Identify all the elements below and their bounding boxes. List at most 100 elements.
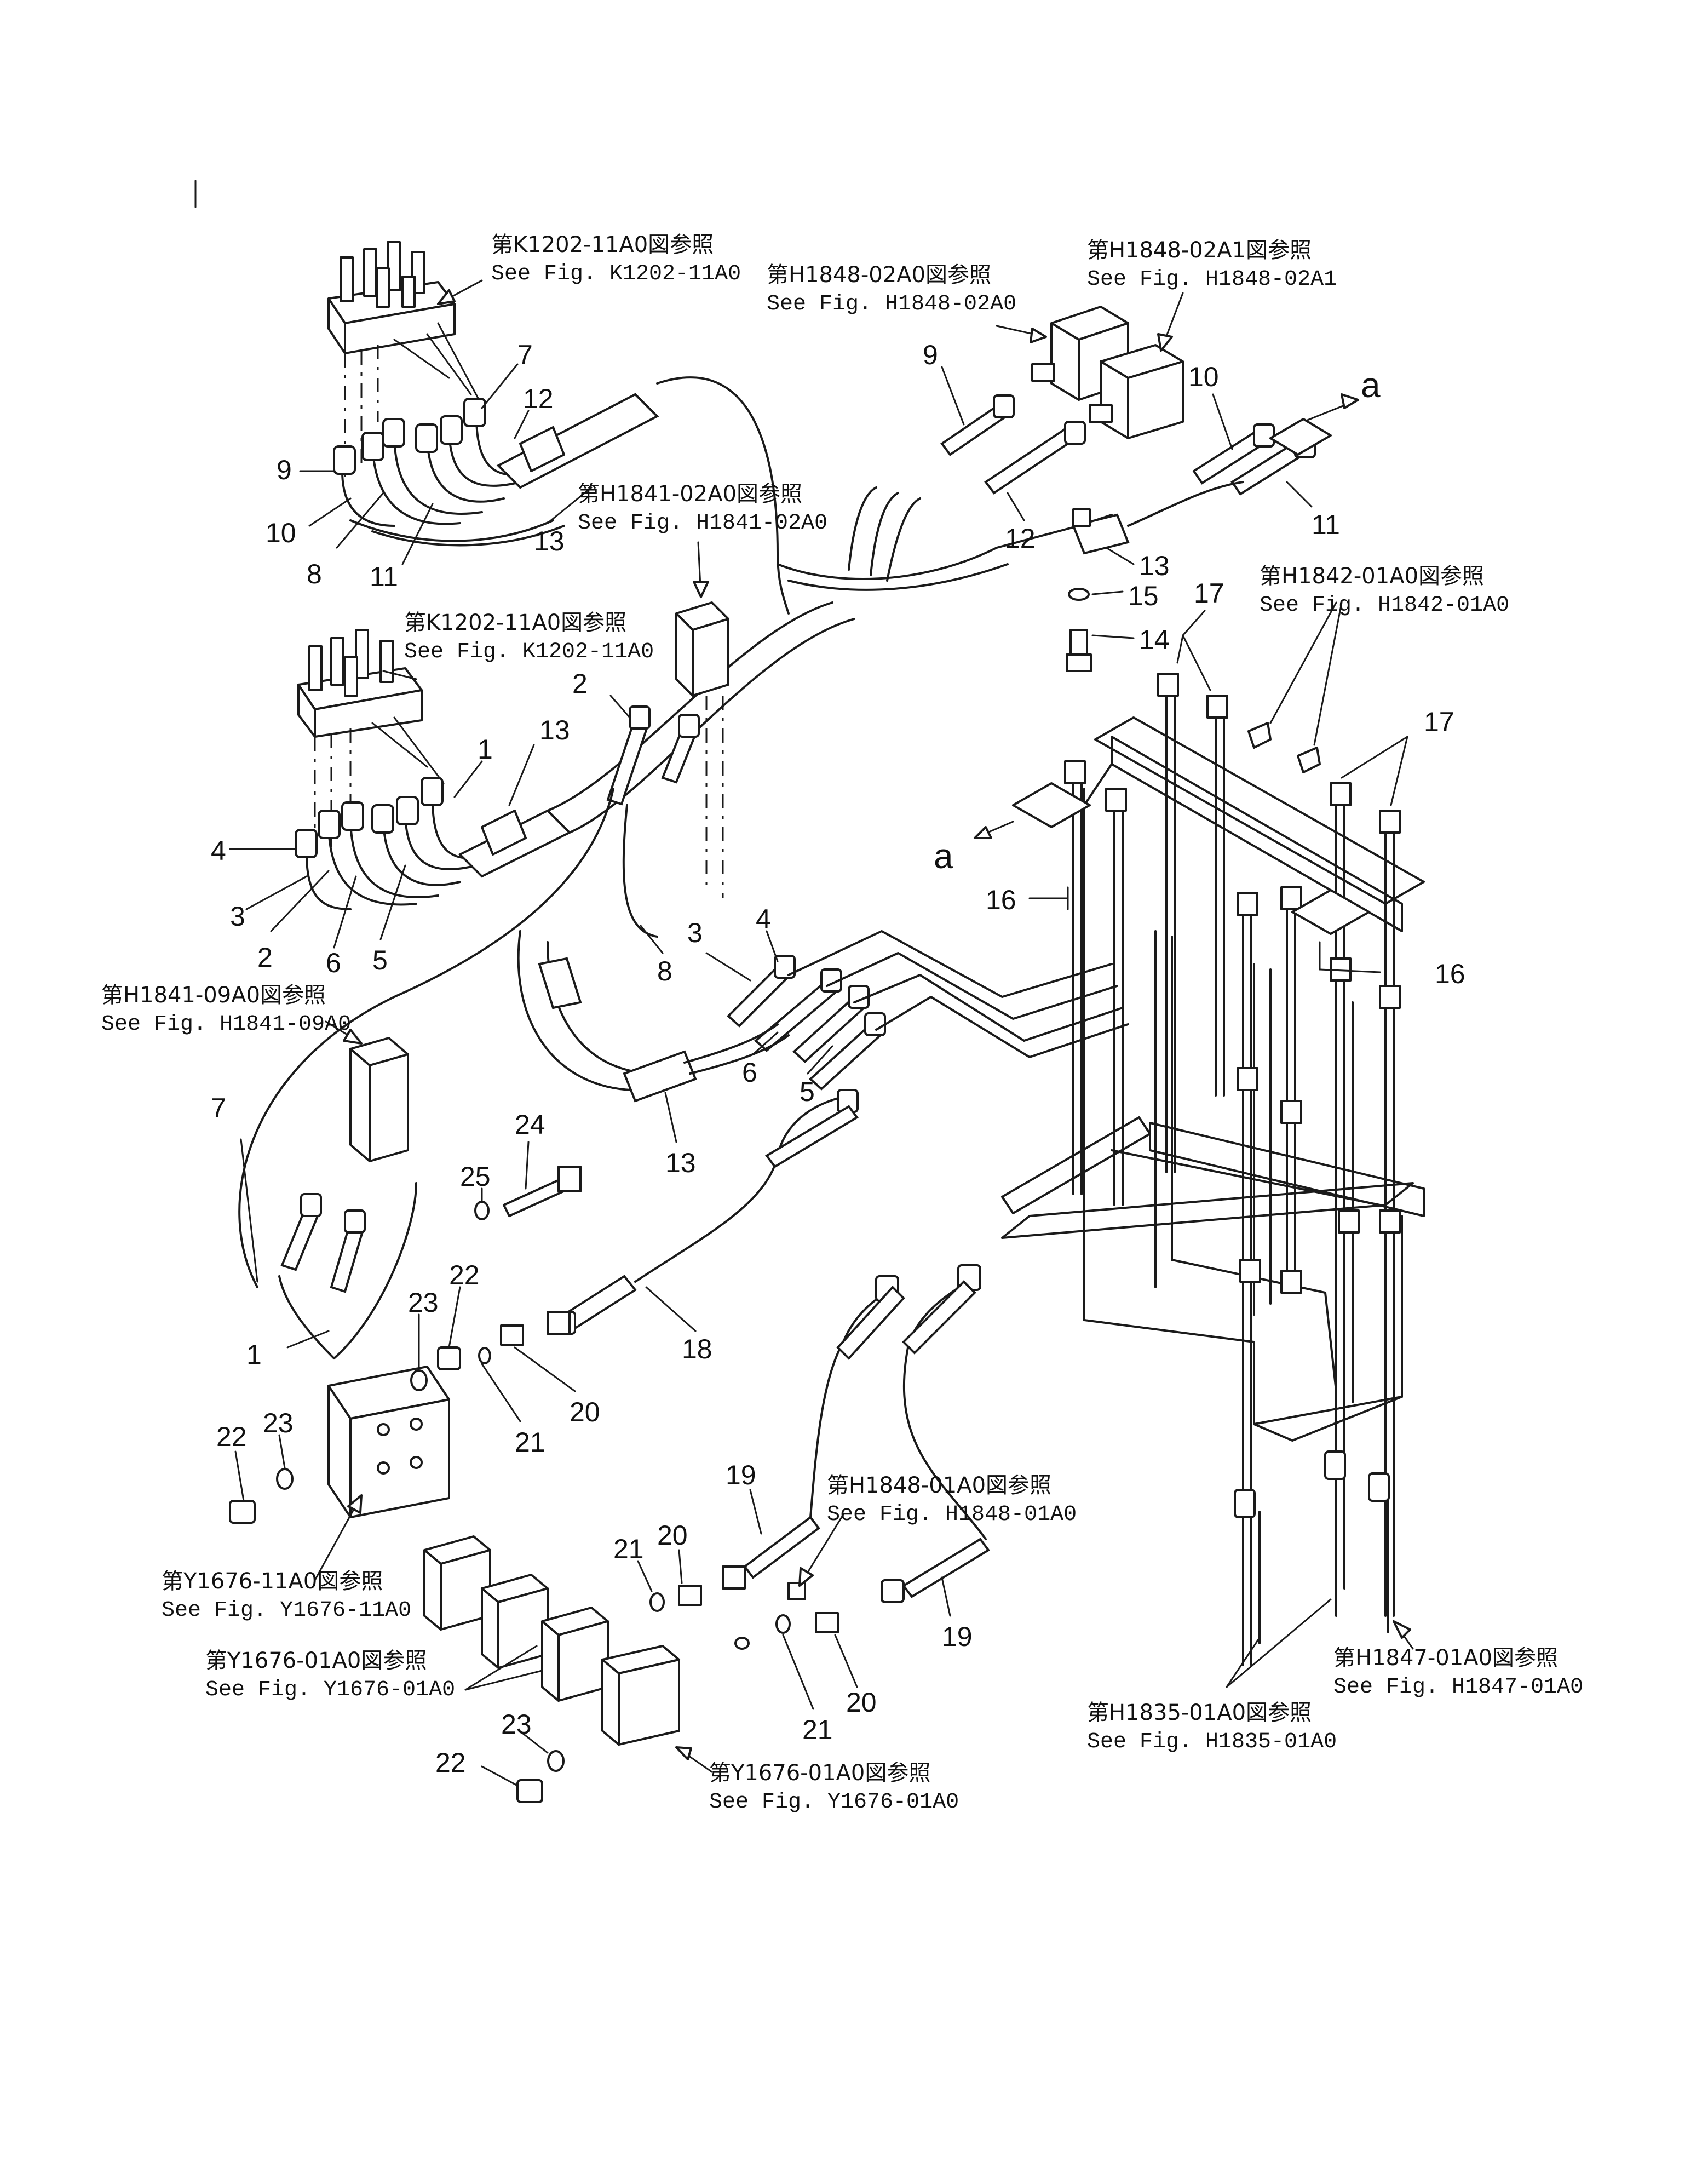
ref-h1847-01a0-en: See Fig. H1847-01A0 bbox=[1333, 1675, 1583, 1700]
reference-leaders bbox=[314, 279, 1414, 1773]
ref-h1848-02a0-jp: 第H1848-02A0図参照 bbox=[767, 262, 991, 288]
callout-number: 21 bbox=[613, 1534, 644, 1564]
callout-number: 10 bbox=[1188, 362, 1219, 392]
ref-k1202-mid-en: See Fig. K1202-11A0 bbox=[404, 640, 654, 664]
callout-number: 20 bbox=[657, 1520, 688, 1551]
section-label-a: a bbox=[934, 836, 953, 876]
callout-number: 20 bbox=[570, 1397, 600, 1427]
callout-number: 21 bbox=[802, 1714, 833, 1745]
ref-h1841-02a0-jp: 第H1841-02A0図参照 bbox=[578, 481, 802, 507]
callout-number: 14 bbox=[1139, 624, 1170, 655]
ref-y1676-01a0-left-en: See Fig. Y1676-01A0 bbox=[205, 1678, 455, 1702]
callout-number: 23 bbox=[263, 1408, 294, 1438]
callout-number: 23 bbox=[501, 1709, 532, 1740]
ref-h1848-01a0-en: See Fig. H1848-01A0 bbox=[827, 1502, 1077, 1527]
ref-h1835-01a0-jp: 第H1835-01A0図参照 bbox=[1087, 1700, 1312, 1725]
reference-labels: 第K1202-11A0図参照 See Fig. K1202-11A0 第H184… bbox=[101, 232, 1583, 1815]
callout-number: 4 bbox=[756, 904, 771, 934]
ref-h1848-01a0-jp: 第H1848-01A0図参照 bbox=[827, 1473, 1051, 1498]
callout-number: 12 bbox=[1005, 523, 1036, 554]
frame-structure bbox=[1001, 716, 1425, 1442]
ref-y1676-01a0-left-jp: 第Y1676-01A0図参照 bbox=[205, 1648, 427, 1673]
ref-k1202-mid-jp: 第K1202-11A0図参照 bbox=[404, 610, 626, 635]
ref-y1676-11a0-jp: 第Y1676-11A0図参照 bbox=[162, 1569, 383, 1594]
callout-number: 10 bbox=[266, 518, 296, 548]
ref-y1676-01a0-bottom-en: See Fig. Y1676-01A0 bbox=[709, 1790, 959, 1815]
callout-number: 2 bbox=[257, 942, 273, 973]
callout-number: 1 bbox=[478, 734, 493, 765]
bolt-24-washer-25 bbox=[474, 1166, 582, 1220]
callout-number: 9 bbox=[923, 340, 938, 370]
callout-number: 3 bbox=[687, 917, 703, 948]
fittings-upper bbox=[410, 1311, 571, 1391]
callout-number: 17 bbox=[1424, 707, 1454, 737]
callout-number: 24 bbox=[515, 1109, 545, 1140]
callout-number: 16 bbox=[986, 885, 1016, 915]
callout-number: 9 bbox=[277, 455, 292, 485]
blocks-y1676-01a0-stack bbox=[423, 1535, 680, 1746]
callout-number: 2 bbox=[572, 668, 588, 699]
callout-number: 7 bbox=[517, 340, 533, 370]
callout-number: 3 bbox=[230, 901, 245, 932]
callout-number: 22 bbox=[449, 1260, 480, 1290]
callout-number: 15 bbox=[1128, 581, 1159, 611]
callout-number: 13 bbox=[1139, 550, 1170, 581]
callout-number: 17 bbox=[1194, 578, 1224, 609]
callout-number: 13 bbox=[534, 526, 565, 557]
callout-number: 19 bbox=[942, 1621, 973, 1652]
pipe-ends-bottom-right bbox=[1258, 1478, 1389, 1644]
callout-number: 4 bbox=[211, 835, 226, 866]
pilot-valve-middle bbox=[297, 629, 423, 738]
callout-number: 18 bbox=[682, 1334, 712, 1364]
ref-h1835-01a0-en: See Fig. H1835-01A0 bbox=[1087, 1730, 1337, 1754]
pilot-valve-top bbox=[327, 241, 456, 354]
callout-number: 22 bbox=[216, 1421, 247, 1452]
hose-bundle-middle-left bbox=[295, 777, 572, 910]
hoses-center bbox=[727, 930, 1129, 1091]
ref-h1848-02a0-en: See Fig. H1848-02A0 bbox=[767, 292, 1016, 317]
callout-number: 11 bbox=[370, 561, 398, 592]
ref-h1848-02a1-jp: 第H1848-02A1図参照 bbox=[1087, 238, 1312, 263]
valve-h1841-02a0 bbox=[675, 601, 729, 697]
callout-number: 7 bbox=[211, 1093, 226, 1123]
ref-k1202-top-en: See Fig. K1202-11A0 bbox=[491, 262, 741, 286]
ref-h1847-01a0-jp: 第H1847-01A0図参照 bbox=[1333, 1645, 1558, 1671]
callout-number: 5 bbox=[800, 1076, 815, 1107]
ref-h1842-01a0-jp: 第H1842-01A0図参照 bbox=[1260, 564, 1484, 589]
part-callouts: 7 12 9 10 8 11 13 9 10 12 11 13 15 14 1 … bbox=[211, 340, 1465, 1778]
callout-number: 12 bbox=[523, 383, 554, 414]
callout-number: 6 bbox=[742, 1057, 757, 1088]
plug-22-oring-23-left bbox=[229, 1468, 294, 1524]
callout-number: 19 bbox=[726, 1460, 756, 1490]
callout-number: 6 bbox=[326, 948, 341, 978]
clamp-bundle-center bbox=[517, 930, 790, 1103]
hose-bundle-top-left bbox=[333, 393, 659, 547]
solenoid-valve-pair-top bbox=[1031, 306, 1184, 439]
callout-number: 22 bbox=[435, 1747, 466, 1778]
hoses-top-right bbox=[777, 394, 1316, 591]
callout-leaders bbox=[229, 363, 1408, 1787]
callout-number: 5 bbox=[372, 945, 388, 976]
ref-y1676-01a0-bottom-jp: 第Y1676-01A0図参照 bbox=[709, 1760, 930, 1786]
callout-number: 16 bbox=[1435, 959, 1465, 989]
ref-h1848-02a1-en: See Fig. H1848-02A1 bbox=[1087, 267, 1337, 292]
callout-number: 13 bbox=[539, 715, 570, 745]
callout-number: 13 bbox=[665, 1148, 696, 1178]
ref-h1841-02a0-en: See Fig. H1841-02A0 bbox=[578, 511, 827, 536]
callout-number: 8 bbox=[307, 559, 322, 589]
callout-number: 1 bbox=[246, 1339, 262, 1370]
callout-number: 11 bbox=[1312, 509, 1340, 540]
block-y1676-11a0 bbox=[327, 1366, 450, 1518]
callout-number: 25 bbox=[460, 1161, 491, 1192]
ref-h1841-09a0-jp: 第H1841-09A0図参照 bbox=[101, 983, 326, 1008]
section-markers: a a bbox=[934, 365, 1381, 876]
callout-number: 23 bbox=[408, 1287, 439, 1318]
valve-h1841-09a0 bbox=[349, 1037, 409, 1162]
ref-y1676-11a0-en: See Fig. Y1676-11A0 bbox=[162, 1598, 411, 1623]
callout-number: 21 bbox=[515, 1427, 545, 1458]
section-label-a: a bbox=[1361, 365, 1381, 405]
ref-h1841-09a0-en: See Fig. H1841-09A0 bbox=[101, 1012, 351, 1037]
bolt-14-washer-15 bbox=[1066, 588, 1092, 672]
